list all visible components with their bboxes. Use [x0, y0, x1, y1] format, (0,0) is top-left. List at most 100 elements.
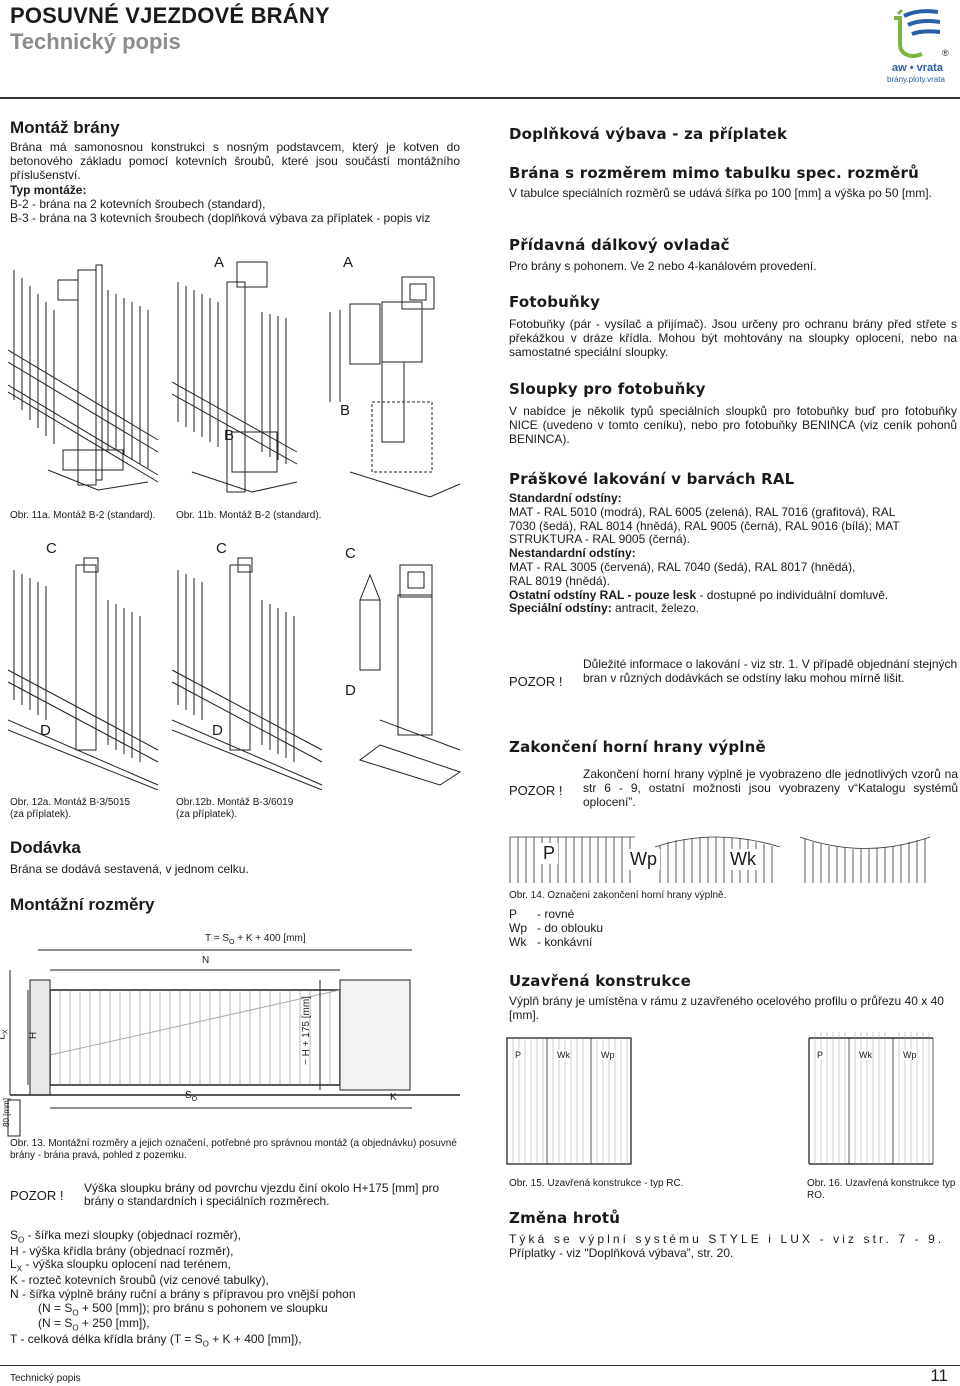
footer-divider	[0, 1365, 960, 1366]
logo-mark-icon	[894, 8, 941, 58]
legend-row-n1: (N = SO + 500 [mm]); pro bránu s pohonem…	[38, 1300, 328, 1317]
gate-bars	[13, 270, 149, 468]
fotobunky-text: Fotobuňky (pár - vysílač a přijímač). Js…	[509, 317, 957, 359]
caption-12b-line1: Obr.12b. Montáž B-3/6019	[176, 797, 294, 808]
fig-label-b: B	[224, 427, 235, 444]
page-title: POSUVNÉ VJEZDOVÉ BRÁNY	[10, 3, 330, 28]
dim-t-label: T = SO + K + 400 [mm]	[205, 933, 306, 946]
dodavka-heading: Dodávka	[10, 838, 81, 857]
dodavka-text: Brána se dodává sestavená, v jednom celk…	[10, 862, 249, 876]
nestd-odstiny-label: Nestandardní odstíny:	[509, 546, 636, 561]
pozor-label-1: POZOR !	[509, 674, 563, 689]
dim-h-label: H	[28, 1031, 40, 1040]
fig-label-c-12b: C	[216, 540, 227, 557]
caption-13: Obr. 13. Montážní rozměry a jejich označ…	[10, 1138, 457, 1161]
legend-row-so: SO - šířka mezi sloupky (objednací rozmě…	[10, 1228, 241, 1245]
rc-label-p: P	[515, 1050, 522, 1060]
std-odstiny-label: Standardní odstíny:	[509, 491, 622, 505]
page-number: 11	[930, 1366, 948, 1385]
legend-row-t: T - celková délka křídla brány (T = SO +…	[10, 1331, 302, 1349]
fig-label-a: A	[214, 254, 225, 271]
fig-label-d-12b: D	[212, 722, 223, 739]
figure-detail-ab: A B	[320, 252, 465, 502]
figure-11a	[8, 250, 168, 500]
dim-k-label: K	[390, 1092, 397, 1103]
caption-12b-line2: (za příplatek).	[176, 809, 238, 820]
legend-row-k: K - rozteč kotevních šroubů (viz cenové …	[10, 1272, 269, 1287]
shape-legend: P- rovné Wp- do oblouku Wk- konkávní	[509, 907, 604, 949]
typ-montaze-label: Typ montáže:	[10, 183, 87, 197]
figure-12b: C D	[172, 540, 332, 790]
shape-wp	[654, 836, 781, 883]
nestd-odstiny-text: MAT - RAL 3005 (červená), RAL 7040 (šedá…	[509, 559, 856, 588]
shape-wk	[799, 836, 931, 883]
caption-11b: Obr. 11b. Montáž B-2 (standard).	[176, 510, 322, 521]
shape-legend-wk: Wk- konkávní	[509, 934, 593, 949]
sloupky-heading: Sloupky pro fotobuňky	[509, 380, 706, 398]
legend-row-lx: LX - výška sloupku oplocení nad terénem,	[10, 1257, 231, 1274]
registered-mark: ®	[942, 48, 949, 58]
fig-label-b-detail: B	[340, 402, 351, 419]
shape-p	[509, 836, 635, 883]
brand-logo: ® aw • vrata brány.ploty.vrata	[882, 6, 954, 86]
dim-lx-label: LX	[0, 1029, 10, 1039]
fig-label-d-detail: D	[345, 682, 356, 699]
lakovani-heading: Práškové lakování v barvách RAL	[509, 470, 795, 488]
figure-detail-cd: C D	[320, 540, 465, 790]
montaz-heading: Montáž brány	[10, 118, 120, 137]
pozor-text-2: Zakončení horní hrany výplně je vyobraze…	[583, 767, 958, 809]
caption-15: Obr. 15. Uzavřená konstrukce - typ RC.	[509, 1178, 684, 1189]
shape-label-wp: Wp	[627, 849, 660, 870]
fig-label-a-detail: A	[343, 254, 354, 271]
typ-b2: B-2 - brána na 2 kotevních šroubech (sta…	[10, 197, 266, 211]
spec-text: V tabulce speciálních rozměrů se udává š…	[509, 186, 932, 200]
caption-12a-line2: (za příplatek).	[10, 809, 72, 820]
fotobunky-heading: Fotobuňky	[509, 293, 601, 311]
ovladac-heading: Přídavná dálkový ovladač	[509, 236, 730, 254]
caption-11a: Obr. 11a. Montáž B-2 (standard).	[10, 510, 156, 521]
dim-h175-label: ~ H + 175 [mm]	[300, 996, 312, 1065]
lakovani-block: Standardní odstíny: MAT - RAL 5010 (modr…	[509, 491, 957, 616]
figure-14: P Wp Wk	[505, 825, 955, 885]
zmena-hrotu-text-1: Týká se výplní systému STYLE i LUX - viz…	[509, 1232, 945, 1246]
ro-label-p: P	[817, 1050, 824, 1060]
pozor-label-2: POZOR !	[509, 783, 563, 798]
figure-11b: A B	[172, 252, 302, 502]
shape-legend-p: P- rovné	[509, 907, 575, 921]
figure-12a: C D	[8, 540, 168, 790]
zakonceni-heading: Zakončení horní hrany výplně	[509, 738, 766, 756]
figure-16: P Wk Wp	[807, 1032, 937, 1167]
logo-brand-text: aw • vrata	[892, 62, 943, 74]
shape-label-wk: Wk	[727, 849, 759, 870]
header-divider	[0, 97, 960, 99]
dim-n-label: N	[202, 955, 210, 966]
fig-label-c: C	[46, 540, 57, 557]
page-subtitle: Technický popis	[10, 29, 181, 54]
zmena-hrotu-text-2: Příplatky - viz "Doplňková výbava”, str.…	[509, 1246, 734, 1260]
legend-row-h: H - výška křídla brány (objednací rozměr…	[10, 1243, 234, 1258]
caption-16: Obr. 16. Uzavřená konstrukce typ RO.	[807, 1178, 956, 1201]
ro-label-wp: Wp	[903, 1050, 917, 1060]
figure-15: P Wk Wp	[505, 1032, 635, 1167]
pozor-text-1: Důležité informace o lakování - viz str.…	[583, 657, 958, 685]
typ-b3: B-3 - brána na 3 kotevních šroubech (dop…	[10, 211, 431, 225]
fig-label-c-detail: C	[345, 545, 356, 562]
shape-legend-wp: Wp- do oblouku	[509, 920, 604, 935]
specialni-odstiny: Speciální odstíny: antracit, železo.	[509, 601, 700, 616]
caption-14: Obr. 14. Označení zakončení horní hrany …	[509, 890, 727, 901]
pozor-label-left: POZOR !	[10, 1188, 64, 1203]
legend-row-n: N - šířka výplně brány ruční a brány s p…	[10, 1286, 356, 1301]
uzavrena-heading: Uzavřená konstrukce	[509, 972, 691, 990]
caption-12a-line1: Obr. 12a. Montáž B-3/5015	[10, 797, 131, 808]
rc-label-wk: Wk	[557, 1050, 570, 1060]
doplnkova-heading: Doplňková výbava - za příplatek	[509, 125, 788, 143]
ostatni-odstiny: Ostatní odstíny RAL - pouze lesk - dostu…	[509, 587, 889, 602]
sloupky-text: V nabídce je několik typů speciálních sl…	[509, 404, 957, 446]
fig-label-d: D	[40, 722, 51, 739]
montaz-text: Brána má samonosnou konstrukci s nosným …	[10, 140, 460, 182]
shape-label-p: P	[540, 843, 559, 864]
dim-so-label: SO	[185, 1090, 198, 1103]
footer-label: Technický popis	[10, 1373, 81, 1384]
legend-row-n2: (N = SO + 250 [mm]),	[38, 1316, 150, 1333]
legend-list: SO - šířka mezi sloupky (objednací rozmě…	[10, 1228, 465, 1349]
